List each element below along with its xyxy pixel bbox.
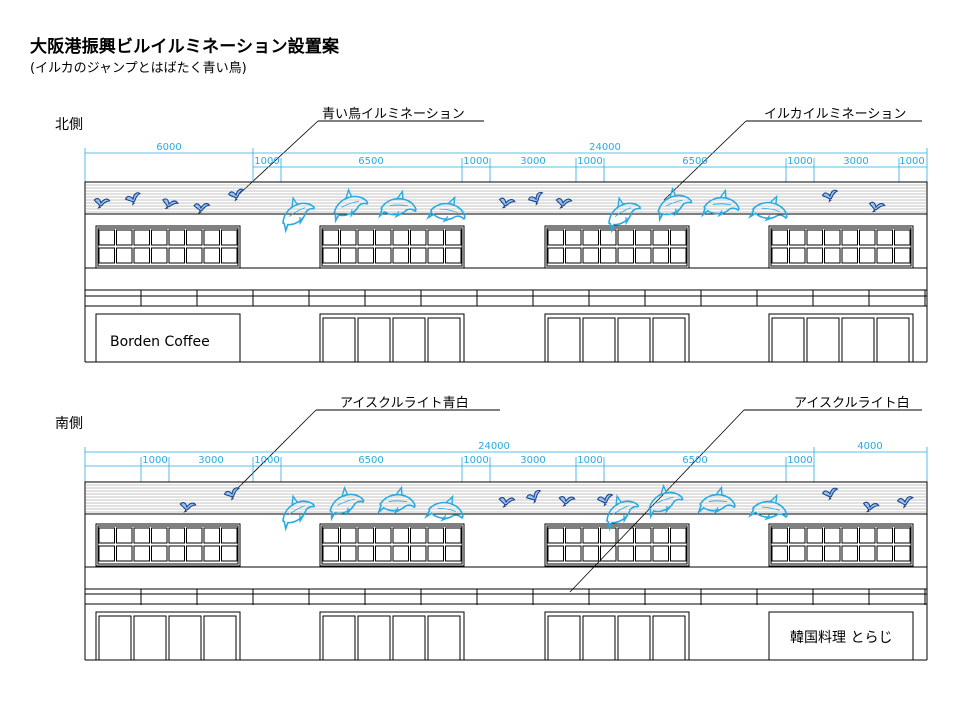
south-elevation: 南側 アイスクルライト青白 アイスクルライト白	[55, 395, 928, 661]
north-window-block	[95, 225, 241, 269]
south-door-block	[768, 611, 914, 661]
south-dim-sub: 1000	[463, 455, 488, 466]
south-dim-sub: 1000	[787, 455, 812, 466]
south-dim-sub: 6500	[682, 455, 707, 466]
south-dim-sub: 1000	[142, 455, 167, 466]
south-dim-sub: 6500	[358, 455, 383, 466]
south-bird-illumination	[178, 486, 915, 516]
south-dim-top: 24000	[478, 441, 510, 452]
page-title: 大阪港振興ビルイルミネーション設置案	[30, 37, 340, 57]
north-dolphin-illumination	[275, 185, 793, 232]
bird-icon	[821, 487, 840, 502]
north-shop-sign: Borden Coffee	[110, 334, 210, 350]
dolphin-icon	[749, 189, 793, 230]
north-dim-sub: 3000	[843, 156, 868, 167]
south-label: 南側	[55, 416, 83, 432]
south-door-block	[319, 611, 465, 661]
bird-icon	[554, 196, 573, 212]
north-door-block	[544, 313, 690, 363]
south-callout-white-label: アイスクルライト白	[794, 395, 910, 411]
north-door-block	[319, 313, 465, 363]
dolphin-icon	[749, 488, 793, 529]
south-window-block	[319, 523, 465, 567]
south-door-block	[95, 611, 241, 661]
south-door-block	[544, 611, 690, 661]
south-callout-bluewhite-label: アイスクルライト青白	[340, 395, 469, 411]
north-dim-sub: 1000	[254, 156, 279, 167]
south-callout-white: アイスクルライト白	[569, 395, 922, 593]
north-door-block	[768, 313, 914, 363]
north-callout-dolphin-label: イルカイルミネーション	[764, 107, 906, 122]
north-dim-top: 24000	[589, 142, 621, 153]
north-callout-dolphin: イルカイルミネーション	[663, 107, 922, 201]
south-dim-sub: 1000	[577, 455, 602, 466]
south-dim-sub: 1000	[254, 455, 279, 466]
dolphin-icon	[601, 191, 645, 232]
south-window-block	[544, 523, 690, 567]
bird-icon	[896, 495, 915, 510]
bird-icon	[821, 189, 840, 204]
north-label: 北側	[55, 117, 83, 133]
bird-icon	[866, 199, 886, 216]
north-window-block	[768, 225, 914, 269]
north-dim-top: 6000	[156, 142, 181, 153]
north-elevation: 北側 青い鳥イルミネーション イルカイルミネーション	[55, 107, 928, 363]
bird-icon	[860, 499, 880, 516]
north-dimensions	[84, 148, 928, 182]
dolphin-icon	[379, 187, 420, 223]
dolphin-icon	[275, 191, 319, 232]
dolphin-icon	[425, 489, 469, 530]
bird-icon	[92, 196, 111, 212]
north-callout-bird-label: 青い鳥イルミネーション	[322, 107, 465, 122]
north-callout-bird: 青い鳥イルミネーション	[235, 107, 484, 198]
south-dim-sub: 3000	[198, 455, 223, 466]
bird-icon	[124, 191, 143, 208]
north-dim-sub: 6500	[682, 156, 707, 167]
north-dim-sub: 1000	[787, 156, 812, 167]
dolphin-icon	[698, 483, 739, 519]
dolphin-icon	[275, 489, 319, 530]
south-dim-sub: 3000	[520, 455, 545, 466]
south-callout-bluewhite: アイスクルライト青白	[235, 395, 500, 491]
dolphin-icon	[378, 483, 419, 519]
north-door-block	[95, 313, 241, 363]
north-window-block	[319, 225, 465, 269]
bird-icon	[596, 493, 615, 508]
north-dim-sub: 1000	[577, 156, 602, 167]
bird-icon	[159, 196, 179, 214]
page-subtitle: (イルカのジャンプとはばたく青い鳥)	[30, 61, 247, 76]
south-shop-sign: 韓国料理 とらじ	[790, 630, 892, 646]
south-dim-top: 4000	[857, 441, 882, 452]
bird-icon	[223, 486, 242, 503]
dolphin-icon	[702, 186, 743, 222]
north-dim-sub: 3000	[520, 156, 545, 167]
north-dim-sub: 6500	[358, 156, 383, 167]
south-window-block	[95, 523, 241, 567]
north-dim-sub: 1000	[463, 156, 488, 167]
north-dim-sub: 1000	[899, 156, 924, 167]
dolphin-icon	[330, 186, 371, 222]
north-building	[84, 181, 928, 363]
south-window-block	[768, 523, 914, 567]
south-dimensions	[84, 447, 928, 482]
north-window-block	[544, 225, 690, 269]
